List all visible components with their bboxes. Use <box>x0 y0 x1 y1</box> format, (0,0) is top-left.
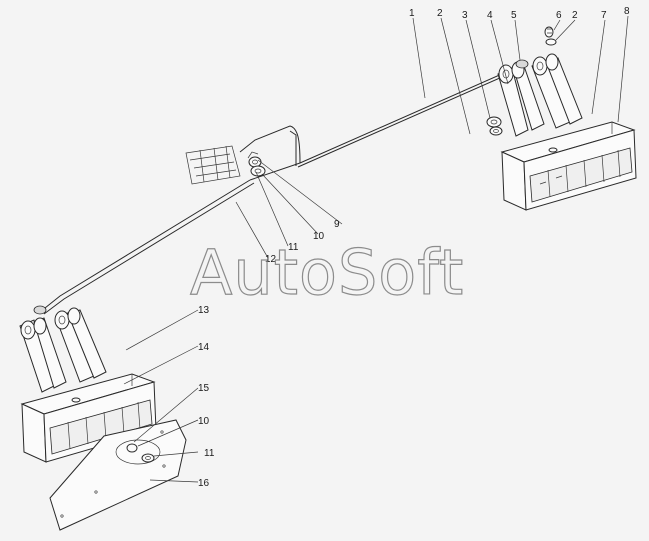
callout-14: 14 <box>198 342 210 353</box>
callout-11-lower: 11 <box>204 448 215 459</box>
callout-2: 2 <box>437 8 443 19</box>
callout-9: 9 <box>334 219 340 230</box>
watermark-text: AutoSoft <box>190 236 464 309</box>
callout-8: 8 <box>624 6 630 17</box>
cable-harness <box>39 65 521 315</box>
callout-15: 15 <box>198 383 210 394</box>
callout-13: 13 <box>198 305 210 316</box>
callout-4: 4 <box>487 10 493 21</box>
callout-12: 12 <box>265 254 277 265</box>
callout-7: 7 <box>601 10 607 21</box>
fastener-set-right <box>486 26 557 136</box>
fastener-set-middle <box>247 151 266 177</box>
connector-block <box>185 145 241 185</box>
right-lamp-assembly <box>497 53 637 211</box>
callout-16: 16 <box>198 478 210 489</box>
callout-5: 5 <box>511 10 517 21</box>
callout-10-lower: 10 <box>198 416 210 427</box>
left-lamp-assembly <box>19 305 157 463</box>
callout-2-right: 2 <box>572 10 578 21</box>
callout-3: 3 <box>462 10 468 21</box>
callout-6: 6 <box>556 10 562 21</box>
leader-lines <box>123 15 629 483</box>
mounting-plate <box>49 419 187 531</box>
callout-labels: 1 2 3 4 5 6 2 7 8 9 10 11 12 13 14 15 10… <box>198 6 630 489</box>
callout-11: 11 <box>288 242 299 253</box>
callout-1: 1 <box>409 8 415 19</box>
callout-10: 10 <box>313 231 325 242</box>
